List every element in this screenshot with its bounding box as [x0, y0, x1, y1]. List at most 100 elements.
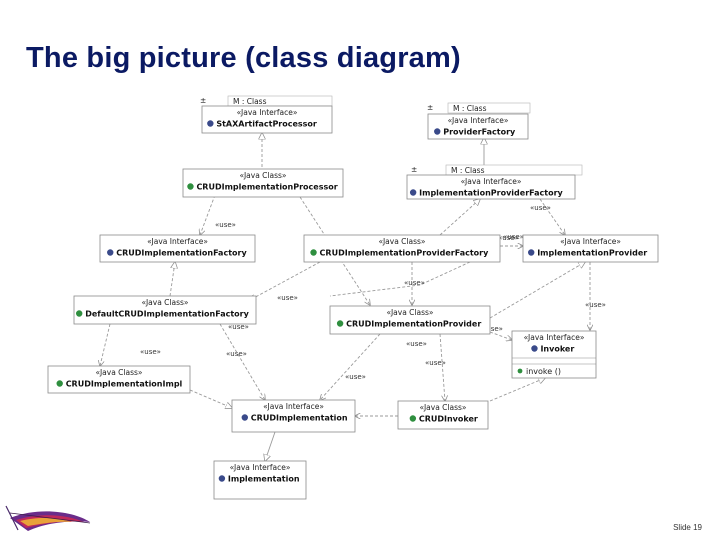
svg-text:±: ± — [411, 165, 417, 174]
edge-cipf-realizes-ipf — [439, 199, 480, 236]
box-stereotype: «Java Class» — [378, 237, 425, 246]
class-boxes: «Java Interface»StAXArtifactProcessor«Ja… — [47, 105, 659, 500]
edge-label: «use» — [503, 233, 524, 241]
edge-label: «use» — [228, 323, 249, 331]
box-class-name: CRUDImplementationFactory — [116, 249, 247, 258]
edges — [100, 133, 590, 461]
box-stereotype: «Java Interface» — [147, 237, 208, 246]
box-stereotype: «Java Class» — [419, 403, 466, 412]
interface-icon — [207, 120, 214, 127]
box-class-name: CRUDImplementation — [251, 414, 348, 423]
box-stereotype: «Java Class» — [239, 171, 286, 180]
interface-icon — [409, 189, 417, 196]
box-stereotype: «Java Interface» — [230, 463, 291, 472]
box-stereotype: «Java Interface» — [461, 177, 522, 186]
box-class-name: CRUDImplementationProcessor — [196, 183, 337, 192]
class-icon — [56, 380, 63, 387]
svg-text:±: ± — [427, 103, 433, 112]
class-box-crudinvoker[interactable]: «Java Class» CRUDInvoker — [397, 400, 489, 430]
box-stereotype: «Java Class» — [95, 368, 142, 377]
box-frame — [47, 365, 191, 394]
class-box-defaultcrudimplementationfactory[interactable]: «Java Class» DefaultCRUDImplementationFac… — [73, 295, 257, 325]
edge-processor-uses-factory — [200, 194, 216, 235]
box-class-name: DefaultCRUDImplementationFactory — [85, 310, 249, 319]
box-class-name: ProviderFactory — [443, 128, 516, 137]
box-frame — [99, 234, 256, 263]
slide-title: The big picture (class diagram) — [26, 42, 461, 74]
box-frame — [182, 168, 344, 198]
model-label-2: ± M : Class — [427, 102, 531, 114]
svg-text:M : Class: M : Class — [451, 166, 485, 175]
svg-text:M : Class: M : Class — [453, 104, 487, 113]
box-class-name: CRUDInvoker — [419, 415, 478, 424]
interface-icon — [434, 128, 441, 135]
box-frame — [213, 460, 307, 500]
class-box-implementationprovider[interactable]: «Java Interface» ImplementationProvider — [522, 234, 659, 263]
class-icon — [336, 320, 344, 327]
box-class-name: StAXArtifactProcessor — [216, 120, 317, 129]
edge-label: «use» — [425, 359, 446, 367]
edge-labels: «use» «use» «use» «use» «use» «use» «use… — [140, 204, 606, 381]
class-box-providerfactory[interactable]: «Java Interface»ProviderFactory — [427, 113, 529, 140]
edge-default-uses-crudimpl — [219, 323, 265, 400]
box-stereotype: «Java Interface» — [237, 108, 298, 117]
box-frame — [406, 174, 576, 200]
box-frame — [397, 400, 489, 430]
box-frame — [329, 305, 491, 335]
interface-icon — [107, 249, 114, 256]
class-icon — [76, 310, 83, 317]
edge-label: «use» — [530, 204, 551, 212]
edge-label: «use» — [345, 373, 366, 381]
box-stereotype: «Java Interface» — [560, 237, 621, 246]
class-box-crudimplementationimpl[interactable]: «Java Class»CRUDImplementationImpl — [47, 365, 191, 394]
edge-impl-realizes-crudimpl — [189, 389, 232, 408]
apache-feather-logo — [5, 505, 91, 531]
svg-text:±: ± — [200, 96, 206, 105]
box-stereotype: «Java Class» — [386, 308, 433, 317]
box-class-name: CRUDImplementationProvider — [346, 320, 481, 329]
interface-icon — [241, 414, 248, 421]
edge-cip-uses-invoker — [489, 331, 512, 340]
box-class-name: ImplementationProviderFactory — [419, 189, 563, 198]
edge-default-uses-impl — [100, 323, 111, 366]
box-class-name: CRUDImplementationProviderFactory — [320, 249, 490, 258]
edge-label: «use» — [277, 294, 298, 302]
box-frame — [201, 105, 333, 134]
class-icon — [187, 183, 194, 190]
class-box-crudimplementationfactory[interactable]: «Java Interface» CRUDImplementationFactor… — [99, 234, 256, 263]
class-icon — [310, 249, 317, 256]
edge-cipf-to-left — [329, 261, 471, 297]
class-box-staxartifactprocessor[interactable]: «Java Interface» StAXArtifactProcessor — [201, 105, 333, 134]
edge-label: «use» — [226, 350, 247, 358]
class-box-implementationproviderfactory[interactable]: «Java Interface» ImplementationProviderFa… — [406, 174, 576, 200]
edge-cip-uses-crudinvoker — [439, 333, 445, 401]
class-box-crudimplementationproviderfactory[interactable]: «Java Class» CRUDImplementationProviderFa… — [303, 234, 501, 263]
edge-cipf-uses-factory — [250, 261, 321, 300]
class-box-crudimplementation[interactable]: «Java Interface»CRUDImplementation — [231, 399, 356, 433]
edge-label: «use» — [404, 279, 425, 287]
box-class-name: ImplementationProvider — [537, 249, 647, 258]
edge-processor-uses-cip — [299, 196, 370, 305]
box-frame — [73, 295, 257, 325]
box-stereotype: «Java Class» — [141, 298, 188, 307]
slide-number: Slide 19 — [673, 523, 702, 532]
edge-label: «use» — [215, 221, 236, 229]
box-frame — [231, 399, 356, 433]
class-icon — [409, 415, 417, 422]
class-box-implementation[interactable]: «Java Interface»Implementation — [213, 460, 307, 500]
class-box-crudimplementationprovider[interactable]: «Java Class» CRUDImplementationProvider — [329, 305, 491, 335]
interface-icon — [218, 475, 226, 482]
edge-label: «use» — [140, 348, 161, 356]
edge-label: «use» — [498, 234, 519, 242]
edge-cip-realizes-ip — [489, 262, 585, 319]
class-box-crudimplementationprocessor[interactable]: «Java Class» CRUDImplementationProcessor — [182, 168, 344, 198]
box-frame — [303, 234, 501, 263]
edge-cip-uses-crudimpl — [320, 333, 381, 400]
edge-default-realizes-factory — [169, 262, 175, 297]
edge-label: «use» — [585, 301, 606, 309]
box-frame — [427, 113, 529, 140]
box-frame — [522, 234, 659, 263]
edge-label: «use» — [482, 325, 503, 333]
